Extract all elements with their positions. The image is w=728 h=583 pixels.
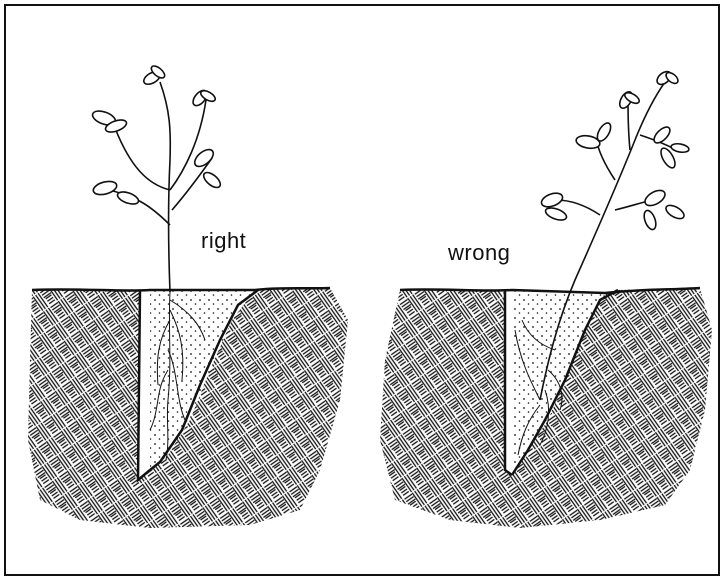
label-wrong: wrong (448, 240, 510, 266)
soil-wrong (380, 288, 712, 528)
soil-right (28, 288, 348, 528)
label-right: right (201, 228, 246, 254)
